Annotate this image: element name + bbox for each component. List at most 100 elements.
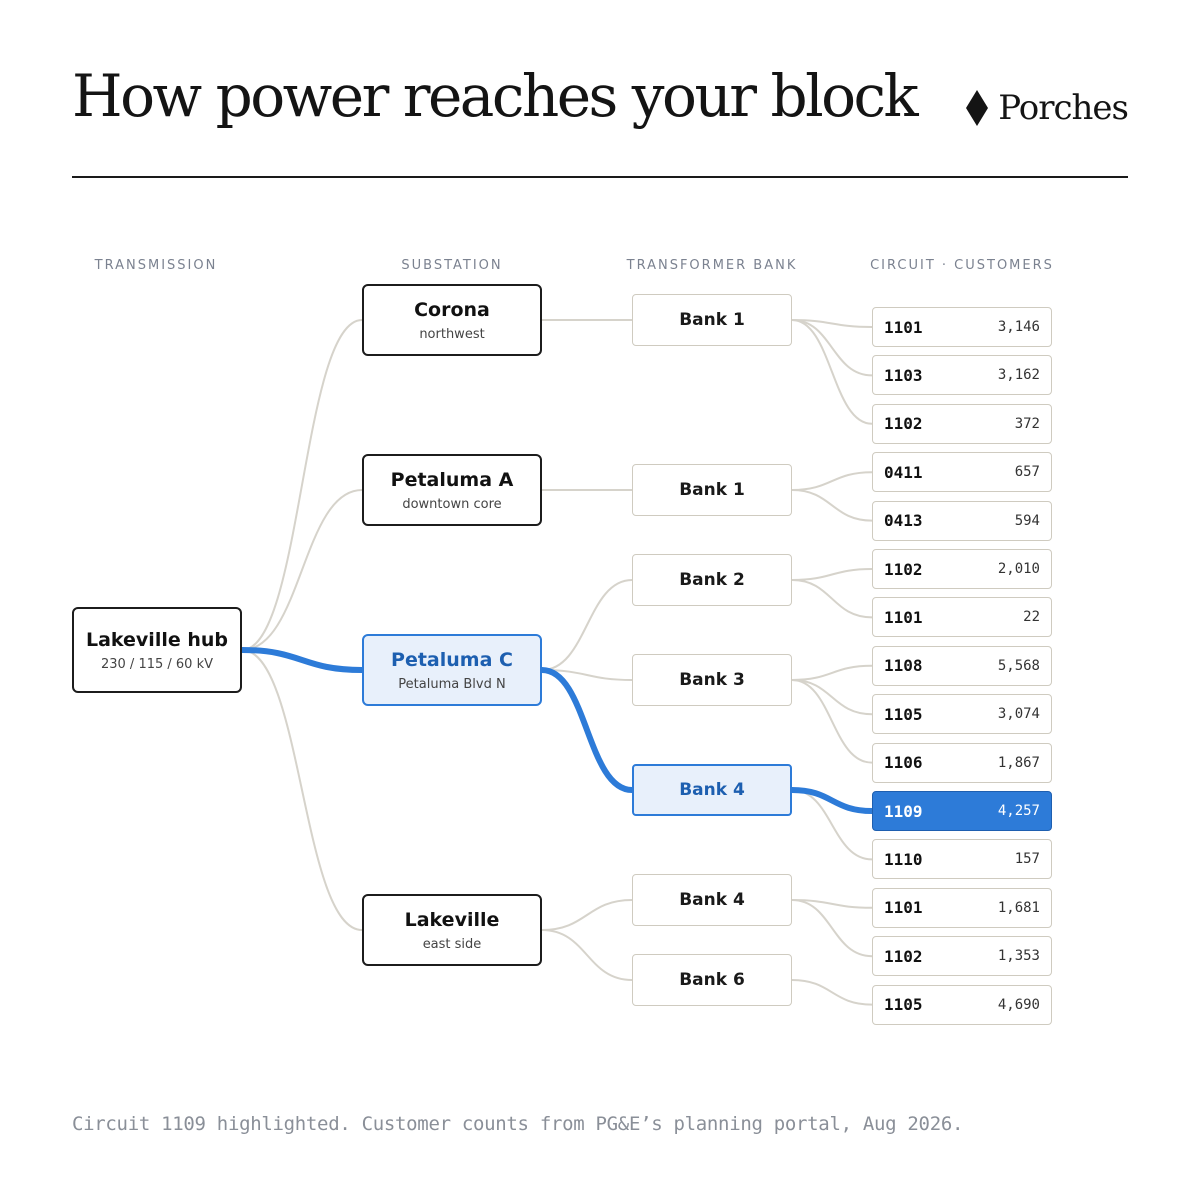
circuit-id: 0411 <box>884 462 923 482</box>
customer-count: 3,146 <box>997 319 1040 335</box>
wire <box>541 579 633 671</box>
substation-area: Petaluma Blvd N <box>398 676 506 692</box>
substation-area: downtown core <box>402 496 502 512</box>
transformer-bank-node[interactable]: Bank 2 <box>632 554 792 606</box>
circuit-row[interactable]: 0413 594 <box>872 500 1052 541</box>
hub-node-lakeville[interactable]: Lakeville hub 230 / 115 / 60 kV <box>72 607 242 693</box>
circuit-id: 1106 <box>884 753 923 773</box>
circuit-id: 1105 <box>884 995 923 1015</box>
substation-name: Petaluma A <box>390 468 514 491</box>
page-title: How power reaches your block <box>72 62 919 130</box>
wire <box>791 489 873 522</box>
substation-node[interactable]: Lakeville east side <box>362 894 542 966</box>
hub-name: Lakeville hub <box>85 628 229 651</box>
wire <box>791 319 873 425</box>
highlighted-wire <box>539 667 635 793</box>
wire <box>241 649 363 931</box>
customer-count: 657 <box>1014 464 1040 481</box>
highlighted-wire <box>789 787 875 814</box>
wire <box>791 471 873 491</box>
circuit-row[interactable]: 1110 157 <box>872 839 1052 880</box>
customer-count: 22 <box>1023 609 1040 626</box>
circuit-id: 1101 <box>884 898 923 918</box>
circuit-id: 1101 <box>884 317 923 337</box>
circuit-id: 1103 <box>884 365 923 385</box>
substation-node[interactable]: Petaluma C Petaluma Blvd N <box>362 634 542 706</box>
diamond-icon <box>966 90 989 126</box>
substation-area: east side <box>422 936 482 952</box>
customer-count: 157 <box>1014 851 1040 868</box>
circuit-row[interactable]: 1102 1,353 <box>872 936 1052 977</box>
customer-count: 594 <box>1014 512 1040 529</box>
customer-count: 3,162 <box>997 367 1040 384</box>
substation-name: Lakeville <box>404 908 500 931</box>
customer-count: 1,867 <box>997 754 1040 771</box>
circuit-id: 1105 <box>884 704 923 724</box>
transformer-bank-node[interactable]: Bank 1 <box>632 464 792 516</box>
circuit-id: 1102 <box>884 559 923 579</box>
circuit-row[interactable]: 1101 22 <box>872 597 1052 638</box>
circuit-id: 1110 <box>884 849 923 869</box>
wire <box>791 979 873 1006</box>
transformer-bank-node[interactable]: Bank 4 <box>632 874 792 926</box>
wire <box>791 664 873 681</box>
circuit-id: 1109 <box>884 801 923 821</box>
wire <box>791 679 873 716</box>
circuit-row[interactable]: 1105 3,074 <box>872 694 1052 735</box>
customer-count: 5,568 <box>997 657 1040 674</box>
wire <box>791 319 873 377</box>
brand-logo: Porches <box>966 88 1129 128</box>
circuit-row[interactable]: 1101 3,146 <box>872 307 1052 347</box>
circuit-id: 1102 <box>884 414 923 434</box>
circuit-row[interactable]: 1102 372 <box>872 403 1052 444</box>
customer-count: 4,690 <box>997 996 1040 1013</box>
circuit-row[interactable]: 0411 657 <box>872 452 1052 493</box>
customer-count: 372 <box>1014 415 1040 432</box>
circuit-id: 1108 <box>884 656 923 676</box>
circuit-id: 1101 <box>884 607 923 627</box>
wire <box>241 319 363 651</box>
wire <box>791 579 873 619</box>
footer-note: Circuit 1109 highlighted. Customer count… <box>72 1113 964 1135</box>
substation-node[interactable]: Corona northwest <box>362 284 542 356</box>
title-rule <box>72 176 1128 178</box>
circuit-id: 0413 <box>884 511 923 531</box>
column-header-circuit-customers: CIRCUIT · CUSTOMERS <box>870 258 1054 273</box>
circuit-row[interactable]: 1102 2,010 <box>872 549 1052 589</box>
circuit-row[interactable]: 1109 4,257 <box>872 791 1052 831</box>
transformer-bank-node[interactable]: Bank 3 <box>632 654 792 706</box>
wire <box>241 489 363 651</box>
substation-area: northwest <box>419 326 485 342</box>
customer-count: 2,010 <box>997 561 1040 577</box>
wire <box>791 899 873 958</box>
substation-name: Corona <box>414 298 490 321</box>
circuit-row[interactable]: 1103 3,162 <box>872 355 1052 396</box>
circuit-id: 1102 <box>884 946 923 966</box>
wire <box>791 568 873 581</box>
circuit-row[interactable]: 1105 4,690 <box>872 984 1052 1025</box>
customer-count: 4,257 <box>997 803 1040 819</box>
substation-name: Petaluma C <box>391 648 513 671</box>
circuit-row[interactable]: 1101 1,681 <box>872 887 1052 928</box>
wire <box>791 679 873 764</box>
wire <box>541 929 633 981</box>
column-header-transformer-bank: TRANSFORMER BANK <box>626 258 798 273</box>
column-header-substation: SUBSTATION <box>401 258 503 273</box>
transformer-bank-node[interactable]: Bank 1 <box>632 294 792 346</box>
customer-count: 1,353 <box>997 948 1040 965</box>
wire <box>791 899 873 909</box>
hub-voltage: 230 / 115 / 60 kV <box>100 656 213 672</box>
customer-count: 1,681 <box>997 899 1040 916</box>
circuit-row[interactable]: 1108 5,568 <box>872 645 1052 686</box>
column-header-transmission: TRANSMISSION <box>94 258 218 273</box>
wire <box>541 899 633 931</box>
brand-name: Porches <box>998 88 1129 128</box>
customer-count: 3,074 <box>997 706 1040 723</box>
circuit-row[interactable]: 1106 1,867 <box>872 742 1052 783</box>
wire <box>791 319 873 328</box>
highlighted-wire <box>239 647 365 673</box>
substation-node[interactable]: Petaluma A downtown core <box>362 454 542 526</box>
transformer-bank-node[interactable]: Bank 4 <box>632 764 792 816</box>
transformer-bank-node[interactable]: Bank 6 <box>632 954 792 1006</box>
